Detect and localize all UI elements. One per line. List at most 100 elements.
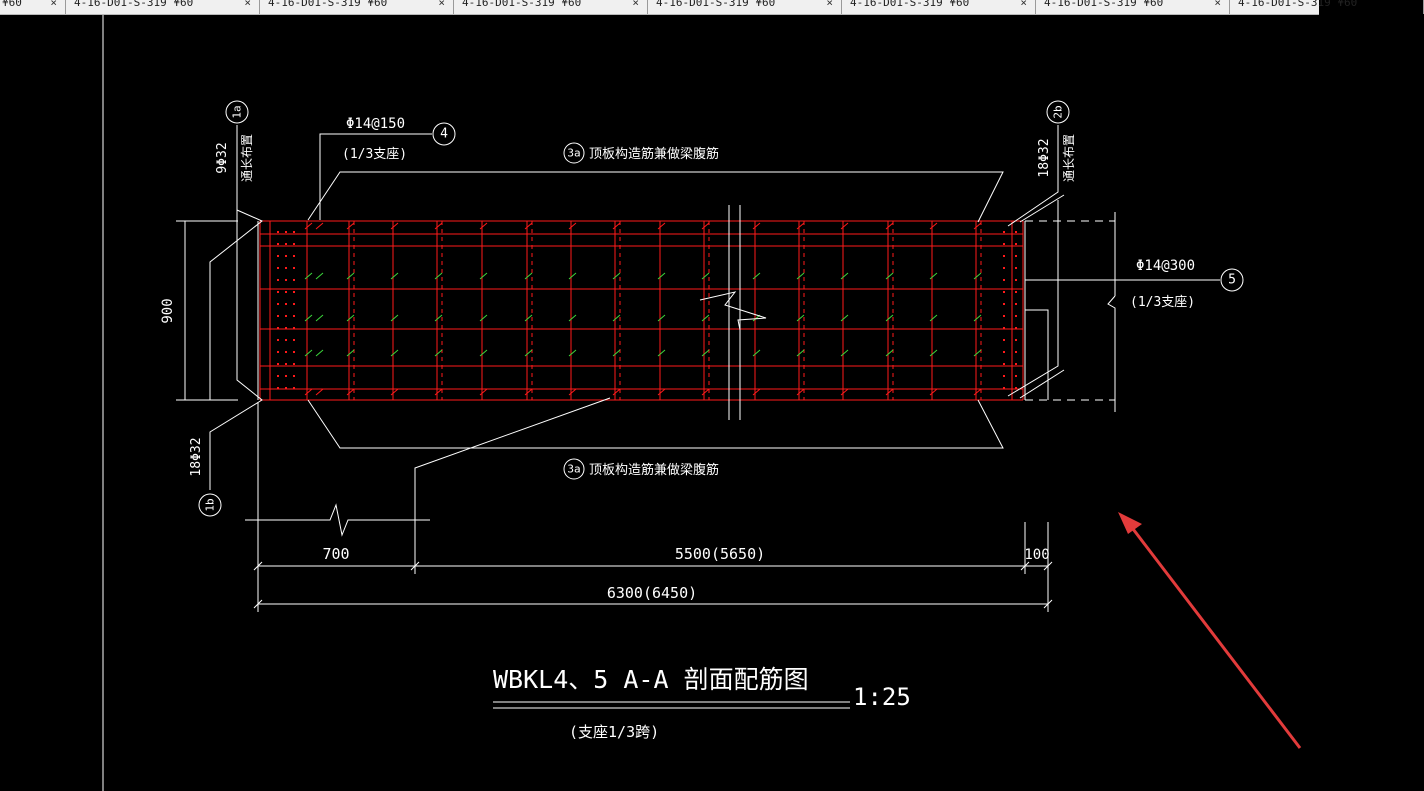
close-icon[interactable]: ×	[244, 0, 251, 9]
tab-label: 4-16-D01-S-319 ¥60	[850, 0, 970, 9]
tie-mark	[929, 349, 938, 357]
tie-mark	[304, 388, 313, 396]
close-icon[interactable]: ×	[1214, 0, 1221, 9]
tie-mark	[701, 388, 710, 396]
tie-mark	[479, 349, 488, 357]
annotation-arrow	[1118, 512, 1302, 749]
callout-1a: 1a	[231, 105, 244, 118]
top-label-text: 顶板构造筋兼做梁腹筋	[589, 146, 719, 162]
cad-drawing-canvas[interactable]: 900 700 5500(5650) 100 6300(6450) 1a 1b …	[0, 0, 1319, 791]
tie-mark	[752, 222, 761, 230]
tie-mark	[973, 272, 982, 280]
tie-mark	[390, 314, 399, 322]
tie-mark	[657, 222, 666, 230]
close-icon[interactable]: ×	[438, 0, 445, 9]
document-tab[interactable]: ¥60 ×	[0, 0, 66, 14]
tie-mark	[479, 272, 488, 280]
tie-marks	[304, 222, 982, 396]
left-bar-spec: 9Φ32	[215, 142, 230, 173]
document-tab[interactable]: 4-16-D01-S-319 ¥60 ×	[648, 0, 842, 14]
stirrup-top-note: (1/3支座)	[342, 147, 407, 162]
tie-mark	[840, 272, 849, 280]
tie-mark	[929, 222, 938, 230]
tab-label: 4-16-D01-S-319 ¥60	[268, 0, 388, 9]
tie-mark	[390, 388, 399, 396]
close-icon[interactable]: ×	[632, 0, 639, 9]
left-bottom-spec: 18Φ32	[189, 437, 204, 476]
callout-circles	[198, 100, 1244, 517]
tie-mark	[568, 272, 577, 280]
tie-mark	[973, 349, 982, 357]
tie-mark	[434, 349, 443, 357]
tie-mark	[840, 349, 849, 357]
close-icon[interactable]: ×	[826, 0, 833, 9]
tie-mark	[973, 314, 982, 322]
document-tab[interactable]: 4-16-D01-S-319 ¥60 ×	[66, 0, 260, 14]
dim-100: 100	[1024, 547, 1049, 563]
leader-lines	[209, 125, 1220, 520]
tie-mark	[304, 272, 313, 280]
tie-mark	[752, 388, 761, 396]
tie-mark	[885, 388, 894, 396]
tab-label: 4-16-D01-S-319 ¥60	[74, 0, 194, 9]
tie-mark	[612, 314, 621, 322]
tie-mark	[657, 388, 666, 396]
tie-mark	[346, 314, 355, 322]
tie-mark	[524, 388, 533, 396]
drawing-subtitle: (支座1/3跨)	[569, 723, 659, 741]
callout-3a-top: 3a	[567, 147, 580, 160]
tab-label: ¥60	[2, 0, 22, 9]
tie-mark	[840, 222, 849, 230]
tie-mark	[479, 314, 488, 322]
tie-mark	[524, 272, 533, 280]
dim-700: 700	[322, 545, 349, 563]
tie-mark	[390, 222, 399, 230]
tie-mark	[701, 314, 710, 322]
tie-mark	[701, 272, 710, 280]
document-tab[interactable]: 4-16-D01-S-319 ¥60 ×	[842, 0, 1036, 14]
tie-mark	[479, 388, 488, 396]
stirrup-right-note: (1/3支座)	[1130, 295, 1195, 310]
tie-mark	[390, 349, 399, 357]
tie-mark	[434, 272, 443, 280]
tie-mark	[885, 314, 894, 322]
tie-mark	[390, 272, 399, 280]
beam-outline	[257, 205, 1116, 420]
document-tab[interactable]: 4-16-D01-S-319 ¥60 ×	[260, 0, 454, 14]
tie-mark	[568, 222, 577, 230]
tie-mark	[612, 388, 621, 396]
tie-mark	[885, 272, 894, 280]
rebar-grid	[259, 220, 1024, 401]
document-tab-bar: ¥60 × 4-16-D01-S-319 ¥60 × 4-16-D01-S-319 …	[0, 0, 1424, 15]
tie-mark	[524, 222, 533, 230]
close-icon[interactable]: ×	[50, 0, 57, 9]
bottom-dimensions	[245, 402, 1053, 612]
document-tab[interactable]: 4-16-D01-S-319 ¥60 ×	[454, 0, 648, 14]
right-bar-spec: 18Φ32	[1037, 138, 1052, 177]
tie-mark	[929, 314, 938, 322]
callout-3a-bottom: 3a	[567, 463, 580, 476]
close-icon[interactable]: ×	[1020, 0, 1027, 9]
tie-mark	[315, 222, 324, 230]
tie-mark	[315, 272, 324, 280]
tie-mark	[304, 349, 313, 357]
tie-mark	[568, 388, 577, 396]
tab-label: 4-16-D01-S-319 ¥60	[656, 0, 776, 9]
tie-mark	[612, 272, 621, 280]
tie-mark	[346, 388, 355, 396]
tie-mark	[304, 314, 313, 322]
tie-mark	[752, 349, 761, 357]
drawing-scale: 1:25	[853, 683, 911, 711]
callout-5: 5	[1228, 273, 1236, 288]
tie-mark	[479, 222, 488, 230]
tie-mark	[434, 388, 443, 396]
tab-label: 4-16-D01-S-319 ¥60	[1044, 0, 1164, 9]
tab-label: 4-16-D01-S-319 ¥60	[462, 0, 582, 9]
callout-2b: 2b	[1052, 105, 1065, 118]
break-line	[699, 291, 767, 331]
tie-mark	[796, 388, 805, 396]
tie-mark	[612, 349, 621, 357]
document-tab[interactable]: 4-16-D01-S-319 ¥60 ×	[1036, 0, 1230, 14]
tie-mark	[701, 349, 710, 357]
dim-5500: 5500(5650)	[675, 545, 765, 563]
